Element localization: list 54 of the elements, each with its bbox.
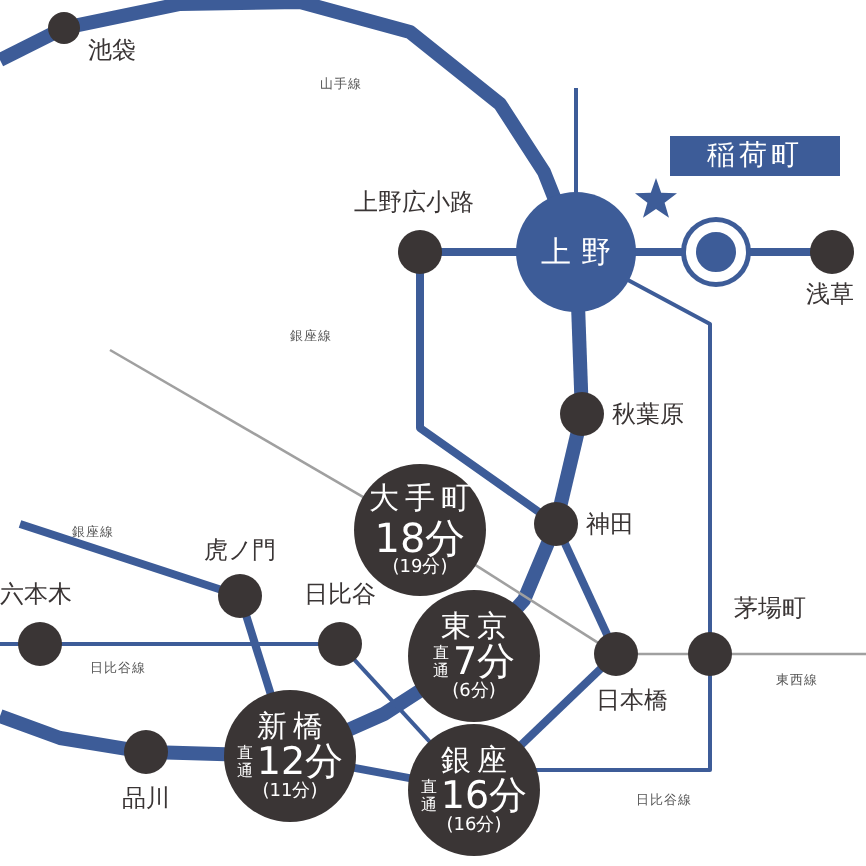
- rail-line: [534, 674, 712, 773]
- direct-service-note: 直通: [236, 744, 255, 780]
- direct-service-note: 直通: [432, 644, 451, 680]
- rail-line: [626, 277, 712, 634]
- rail-line: [574, 88, 578, 194]
- rail-line: [416, 272, 542, 516]
- station-name: 日本橋: [596, 686, 668, 714]
- station-name: 浅草: [806, 280, 854, 308]
- travel-time: 16分: [440, 777, 528, 815]
- rail-line: [352, 763, 412, 783]
- station-name: 日比谷: [304, 580, 376, 608]
- rail-line: [109, 348, 366, 499]
- alt-travel-time: (16分): [446, 817, 502, 835]
- rail-line: [60, 642, 320, 646]
- station-name: 茅場町: [734, 594, 806, 622]
- station-name: 上野広小路: [354, 188, 474, 216]
- rail-line: [517, 664, 605, 749]
- rail-line: [242, 613, 275, 697]
- station-name-banner: 稲荷町: [670, 136, 840, 176]
- rail-line: [76, 0, 561, 201]
- rail-line: [0, 709, 128, 756]
- station-name: 大手町: [367, 483, 477, 513]
- direct-service-note: 直通: [420, 778, 439, 814]
- travel-time: 7分: [452, 643, 516, 681]
- rail-line: [571, 309, 589, 395]
- station-name: 六本木: [0, 580, 72, 608]
- alt-travel-time: (6分): [452, 683, 496, 701]
- travel-time-circle: [408, 590, 540, 722]
- rail-line: [440, 248, 518, 256]
- station-name: 銀座: [439, 745, 513, 775]
- rail-line: [18, 520, 223, 594]
- rail-line: [553, 431, 585, 507]
- station-name: 品川: [122, 784, 170, 812]
- travel-time: 18分: [374, 517, 466, 557]
- station-name: 上野: [539, 237, 621, 267]
- station-name: 神田: [586, 510, 634, 538]
- travel-time: 12分: [256, 743, 344, 781]
- rail-line: [511, 539, 555, 613]
- rail-line: [165, 745, 227, 762]
- station-name: 東京: [439, 611, 513, 641]
- rail-line: [0, 642, 20, 646]
- station-name: 新橋: [255, 711, 329, 741]
- rail-line: [352, 657, 433, 745]
- alt-travel-time: (11分): [262, 783, 318, 801]
- station-name: 虎ノ門: [204, 536, 276, 564]
- rail-line: [636, 652, 690, 656]
- rail-line: [345, 684, 424, 737]
- rail-line: [560, 540, 612, 638]
- rail-line: [0, 27, 55, 67]
- rail-line: [473, 563, 600, 645]
- alt-travel-time: (19分): [392, 559, 448, 577]
- rail-line: [730, 652, 866, 656]
- station-name: 秋葉原: [612, 400, 684, 428]
- station-name: 池袋: [88, 36, 136, 64]
